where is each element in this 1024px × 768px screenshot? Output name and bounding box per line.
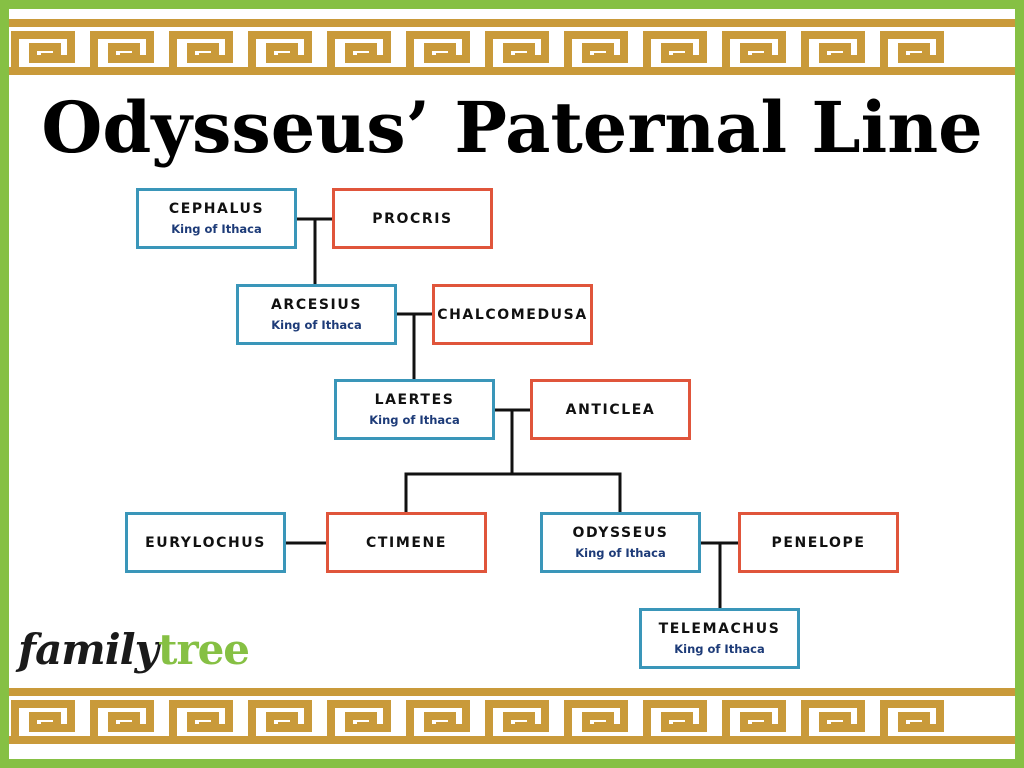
person-name: ANTICLEA (565, 401, 656, 418)
greek-key-motif (11, 700, 75, 744)
person-title: King of Ithaca (369, 413, 460, 427)
greek-key-motif (564, 700, 628, 744)
greek-key-motif (327, 700, 391, 744)
greek-key-motif (880, 31, 944, 75)
greek-key-motif (801, 31, 865, 75)
greek-key-motif (722, 700, 786, 744)
greek-key-motif (406, 700, 470, 744)
person-title: King of Ithaca (171, 222, 262, 236)
person-name: LAERTES (374, 392, 455, 408)
person-chalcomedusa: CHALCOMEDUSA (432, 284, 593, 345)
person-title: King of Ithaca (575, 546, 666, 560)
person-procris: PROCRIS (332, 188, 493, 249)
person-ctimene: CTIMENE (326, 512, 487, 573)
greek-key-motif (880, 700, 944, 744)
person-name: ARCESIUS (271, 297, 362, 313)
person-name: PROCRIS (372, 210, 453, 227)
person-laertes: LAERTES King of Ithaca (334, 379, 495, 440)
greek-key-motif (722, 31, 786, 75)
logo-word-tree: tree (158, 625, 250, 674)
greek-key-motif (406, 31, 470, 75)
person-cephalus: CEPHALUS King of Ithaca (136, 188, 297, 249)
person-name: PENELOPE (771, 534, 866, 551)
greek-key-motif (485, 31, 549, 75)
greek-key-motif (801, 700, 865, 744)
greek-key-motif (564, 31, 628, 75)
greek-key-motif (169, 700, 233, 744)
person-arcesius: ARCESIUS King of Ithaca (236, 284, 397, 345)
greek-key-motif (90, 700, 154, 744)
greek-key-motif (327, 31, 391, 75)
person-name: CHALCOMEDUSA (437, 306, 588, 323)
page-title: Odysseus’ Paternal Line (41, 86, 983, 169)
greek-key-pattern (9, 19, 1015, 75)
logo-word-family: family (18, 625, 159, 674)
greek-key-motif (11, 31, 75, 75)
person-title: King of Ithaca (271, 318, 362, 332)
person-name: CTIMENE (365, 534, 447, 551)
greek-key-motif (485, 700, 549, 744)
greek-key-motif (643, 31, 707, 75)
person-penelope: PENELOPE (738, 512, 899, 573)
greek-key-motif (248, 700, 312, 744)
person-title: King of Ithaca (674, 642, 765, 656)
greek-key-border-bottom (9, 686, 1015, 746)
person-name: EURYLOCHUS (145, 534, 266, 551)
person-name: CEPHALUS (168, 201, 265, 217)
person-odysseus: ODYSSEUS King of Ithaca (540, 512, 701, 573)
greek-key-motif (643, 700, 707, 744)
greek-key-motif (90, 31, 154, 75)
person-eurylochus: EURYLOCHUS (125, 512, 286, 573)
person-name: ODYSSEUS (572, 525, 669, 541)
person-telemachus: TELEMACHUS King of Ithaca (639, 608, 800, 669)
greek-key-motif (248, 31, 312, 75)
greek-key-motif (169, 31, 233, 75)
person-name: TELEMACHUS (658, 621, 781, 637)
greek-key-border-top (9, 17, 1015, 77)
person-anticlea: ANTICLEA (530, 379, 691, 440)
greek-key-pattern (9, 688, 1015, 744)
familytree-logo: familytree (18, 622, 250, 678)
